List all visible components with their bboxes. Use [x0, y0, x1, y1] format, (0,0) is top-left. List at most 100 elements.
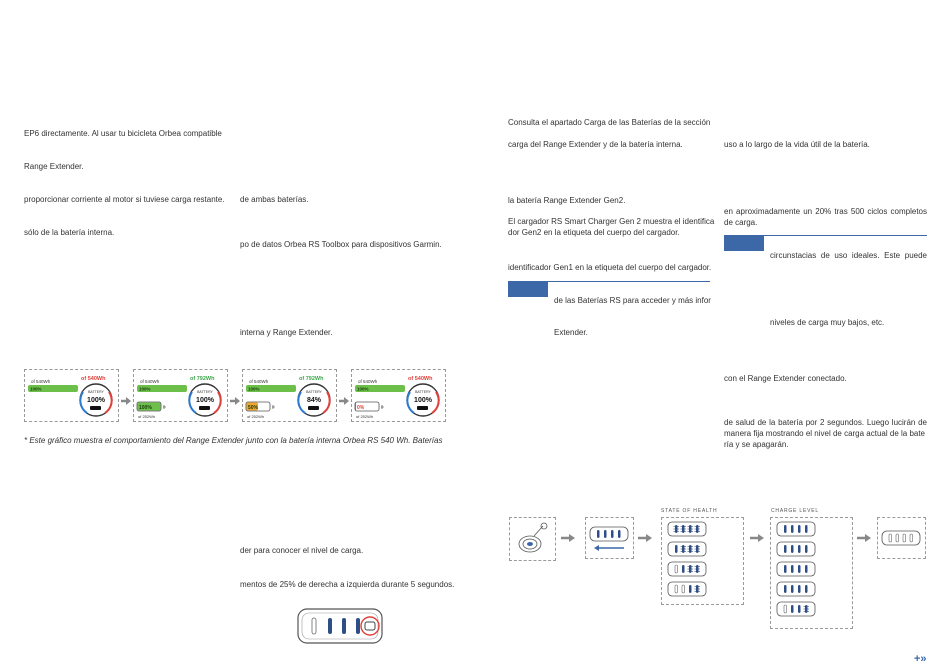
- gauge-label: BATTERY: [306, 390, 322, 394]
- internal-capacity-label: of 540Wh: [31, 379, 51, 384]
- extender-value: 0%: [357, 405, 365, 411]
- internal-battery-bar: [137, 385, 187, 392]
- arrow-right-icon: [638, 534, 652, 542]
- middle-p6: de las Baterías RS para acceder y más in…: [554, 296, 711, 305]
- right-note-tab: [724, 235, 764, 251]
- battery-led-illustration: [667, 541, 707, 557]
- gauge-arc-right: [104, 391, 113, 414]
- gauge-battery-icon: [199, 406, 210, 410]
- middle-p1: Consulta el apartado Carga de las Baterí…: [508, 118, 711, 127]
- battery-led-illustration: [776, 521, 816, 537]
- middle-p3: la batería Range Extender Gen2.: [508, 196, 626, 205]
- internal-capacity-label: of 540Wh: [358, 379, 378, 384]
- gauge-arc-left: [188, 391, 197, 414]
- charge-level-panel: [770, 517, 853, 629]
- led-bar-4: [356, 618, 360, 634]
- left-bottom1: der para conocer el nivel de carga.: [240, 546, 364, 555]
- right-p6c: ría y se apagarán.: [724, 440, 789, 449]
- total-capacity-label: of 540Wh: [81, 376, 106, 382]
- extender-fill: [246, 402, 258, 411]
- battery-led-illustration: [667, 581, 707, 597]
- charge-level-label: CHARGE LEVEL: [771, 508, 819, 514]
- gauge-label: BATTERY: [88, 390, 104, 394]
- middle-p2: carga del Range Extender y de la batería…: [508, 140, 683, 149]
- gauge-battery-icon: [90, 406, 101, 410]
- gauge-arc-left: [406, 391, 415, 414]
- right-p1: uso a lo largo de la vida útil de la bat…: [724, 140, 870, 149]
- extender-capacity-label: of 252Wh: [138, 414, 155, 419]
- middle-p4b: dor Gen2 en la etiqueta del cuerpo del c…: [508, 228, 680, 237]
- middle-p7: Extender.: [554, 328, 588, 337]
- right-p3: circunstacias de uso ideales. Este puede: [770, 251, 927, 260]
- extender-bracket: [163, 405, 166, 409]
- middle-divider: [508, 281, 710, 282]
- gauge-battery-icon: [417, 406, 428, 410]
- internal-battery-bar: [28, 385, 78, 392]
- led-bar-3: [342, 618, 346, 634]
- gauge-value: 84%: [307, 397, 322, 404]
- battery-press-panel: [585, 517, 634, 559]
- total-capacity-label: of 540Wh: [408, 376, 433, 382]
- battery-off-panel: [877, 517, 926, 559]
- right-p6b: manera fija mostrando el nivel de carga …: [724, 429, 926, 438]
- arrow-right-icon: [121, 392, 131, 405]
- extender-capacity-label: of 252Wh: [247, 414, 264, 419]
- left-bottom2: mentos de 25% de derecha a izquierda dur…: [240, 580, 455, 589]
- state-of-health-label: STATE OF HEALTH: [661, 508, 718, 514]
- extender-bracket: [381, 405, 384, 409]
- next-page-icon[interactable]: +»: [914, 653, 927, 665]
- gauge-label: BATTERY: [415, 390, 431, 394]
- gauge-arc-left: [79, 391, 88, 414]
- arrow-right-icon: [230, 392, 240, 405]
- gauge-battery-icon: [308, 406, 319, 410]
- internal-capacity-label: of 540Wh: [249, 379, 269, 384]
- middle-note-tab: [508, 281, 548, 297]
- extender-bracket: [272, 405, 275, 409]
- arrow-right-icon: [857, 534, 871, 542]
- battery-indicator-illustration: [296, 606, 384, 646]
- battery-led-illustration: [776, 601, 816, 617]
- internal-value: 100%: [30, 387, 42, 392]
- total-capacity-label: of 792Wh: [190, 376, 215, 382]
- left-p4: sólo de la batería interna.: [24, 228, 115, 237]
- internal-value: 100%: [139, 387, 151, 392]
- left-mid2: po de datos Orbea RS Toolbox para dispos…: [240, 240, 442, 249]
- extender-capacity-label: of 252Wh: [356, 414, 373, 419]
- extender-value: 50%: [248, 405, 259, 411]
- internal-capacity-label: of 540Wh: [140, 379, 160, 384]
- gauge-value: 100%: [414, 397, 433, 404]
- gauge-arc-right: [322, 391, 331, 414]
- gauge-value: 100%: [196, 397, 215, 404]
- battery-led-illustration: [667, 521, 707, 537]
- led-bar-1: [311, 617, 317, 635]
- extender-value: 100%: [139, 405, 152, 411]
- led-bar-2: [328, 618, 332, 634]
- gauge-arc-right: [431, 391, 440, 414]
- gauge-arc-left: [297, 391, 306, 414]
- right-p6a: de salud de la batería por 2 segundos. L…: [724, 418, 927, 427]
- extender-outline: [136, 401, 162, 412]
- internal-value: 100%: [357, 387, 369, 392]
- arrow-right-icon: [561, 534, 575, 542]
- battery-led-illustration: [776, 561, 816, 577]
- extender-outline: [245, 401, 271, 412]
- right-divider: [724, 235, 927, 236]
- internal-battery-bar: [246, 385, 296, 392]
- left-mid1: de ambas baterías.: [240, 195, 309, 204]
- gauge-value: 100%: [87, 397, 106, 404]
- right-p5: con el Range Extender conectado.: [724, 374, 847, 383]
- middle-p5: identificador Gen1 en la etiqueta del cu…: [508, 263, 712, 272]
- left-p2: Range Extender.: [24, 162, 84, 171]
- right-p2b: de carga.: [724, 218, 758, 227]
- right-p2a: en aproximadamente un 20% tras 500 ciclo…: [724, 207, 927, 216]
- internal-value: 100%: [248, 387, 260, 392]
- left-p1: EP6 directamente. Al usar tu bicicleta O…: [24, 129, 222, 138]
- arrow-right-icon: [750, 534, 764, 542]
- gauge-arc-right: [213, 391, 222, 414]
- battery-led-illustration: [776, 581, 816, 597]
- extender-fill: [137, 402, 161, 411]
